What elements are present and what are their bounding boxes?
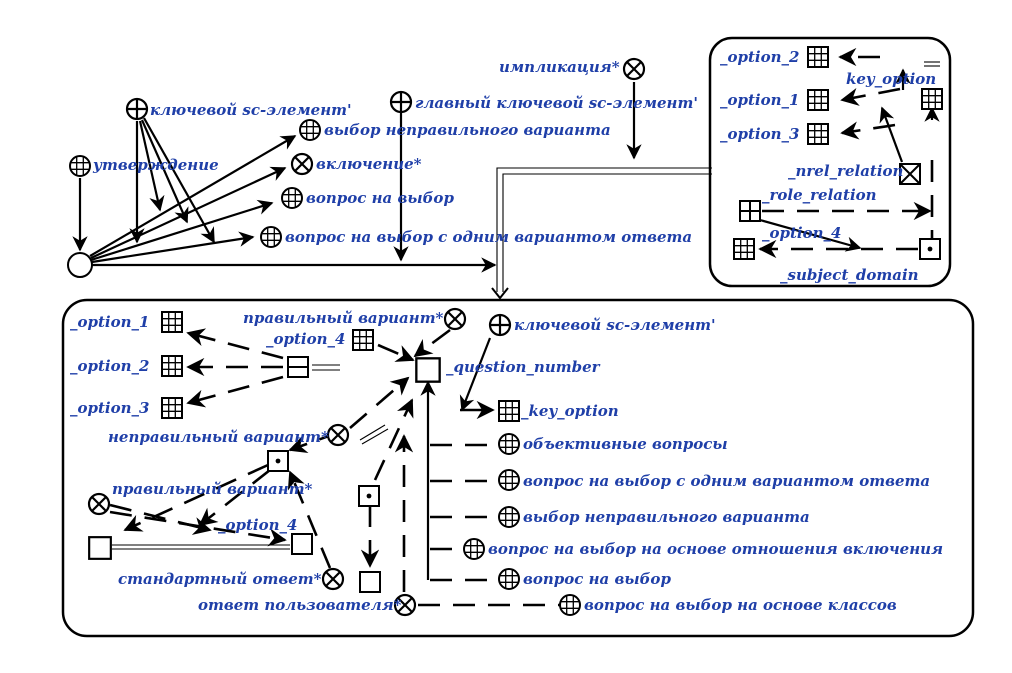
label-opt4-b2: _option_4	[218, 516, 297, 534]
user-answer-square-icon	[359, 571, 381, 593]
label-implication: импликация*	[499, 58, 620, 76]
label-single-choice-top: вопрос на выбор с одним вариантом ответа	[285, 228, 692, 246]
answer-left-square-icon	[88, 536, 112, 560]
label-inclusion: включение*	[316, 155, 422, 173]
class-based-grid-icon	[559, 594, 581, 616]
opt4-grid-square-icon	[733, 238, 755, 260]
key-sc-plus-icon	[125, 97, 149, 121]
key-sc-b-plus-icon	[488, 313, 512, 337]
root-node	[67, 252, 93, 278]
opt4-b-grid-square-icon	[352, 329, 374, 351]
subject-domain-dot-square-icon	[919, 238, 941, 260]
inclusion-based-grid-icon	[463, 538, 485, 560]
label-opt2-r: _option_2	[720, 48, 799, 66]
opt3-grid-square-icon	[807, 123, 829, 145]
label-correct-var2: правильный вариант*	[112, 480, 313, 498]
option-set-split-square-icon	[287, 356, 309, 378]
implication-cross-icon	[622, 57, 646, 81]
opt3-b-grid-square-icon	[161, 397, 183, 419]
top-edges	[72, 82, 712, 300]
opt2-b-grid-square-icon	[161, 355, 183, 377]
opt2-grid-square-icon	[807, 46, 829, 68]
label-opt3-r: _option_3	[720, 125, 799, 143]
inclusion-cross-icon	[290, 152, 314, 176]
label-class-based: вопрос на выбор на основе классов	[584, 596, 897, 614]
opt1-b-grid-square-icon	[161, 311, 183, 333]
main-key-sc-plus-icon	[389, 90, 413, 114]
label-key-sc-b: ключевой sc-элемент'	[514, 316, 716, 334]
subject-domain-frame	[708, 36, 952, 288]
label-opt4-r: _option_4	[762, 224, 841, 242]
choice-question-grid-icon	[281, 187, 303, 209]
label-wrong-choice-top: выбор неправильного варианта	[324, 121, 611, 139]
label-wrong-var: неправильный вариант*	[108, 428, 329, 446]
label-role-relation: _role_relation	[762, 186, 877, 204]
label-main-key-sc: главный ключевой sc-элемент'	[415, 94, 698, 112]
domain-edges	[758, 47, 940, 259]
answer-dot-square-icon	[267, 450, 289, 472]
choice-q-b-grid-icon	[498, 568, 520, 590]
label-choice-question-top: вопрос на выбор	[306, 189, 454, 207]
correct-var2-cross-icon	[87, 492, 111, 516]
label-correct-var1: правильный вариант*	[243, 309, 444, 327]
wrong-choice-grid-icon	[299, 119, 321, 141]
label-objective-questions: объективные вопросы	[523, 435, 728, 453]
label-nrel-relation: _nrel_relation	[788, 162, 903, 180]
key-option-b-grid-square-icon	[498, 400, 520, 422]
label-user-answer: ответ пользователя*	[198, 596, 402, 614]
role-plus-square-icon	[739, 200, 761, 222]
opt1-grid-square-icon	[807, 89, 829, 111]
label-opt4-b: _option_4	[266, 330, 345, 348]
question-edges	[109, 328, 560, 607]
label-question-number: _question_number	[446, 358, 601, 376]
objective-grid-icon	[498, 433, 520, 455]
opt4-target-square-icon	[291, 533, 313, 555]
label-opt1-r: _option_1	[720, 91, 799, 109]
single-choice-b-grid-icon	[498, 469, 520, 491]
label-wrong-choice-b: выбор неправильного варианта	[523, 508, 810, 526]
single-choice-grid-icon	[260, 226, 282, 248]
key-option-grid-square-icon	[921, 88, 943, 110]
label-opt2-b: _option_2	[70, 357, 149, 375]
question-frame	[61, 298, 975, 638]
wrong-choice-b-grid-icon	[498, 506, 520, 528]
label-statement: утверждение	[92, 156, 219, 174]
statement-grid-icon	[69, 155, 91, 177]
label-single-choice-b: вопрос на выбор с одним вариантом ответа	[523, 472, 930, 490]
correct-var-cross-icon	[443, 307, 467, 331]
label-key-sc-top: ключевой sc-элемент'	[150, 101, 352, 119]
question-number-square-icon	[415, 357, 441, 383]
standard-answer-cross-icon	[321, 567, 345, 591]
label-opt3-b: _option_3	[70, 399, 149, 417]
label-choice-q-b: вопрос на выбор	[523, 570, 671, 588]
label-standard-answer: стандартный ответ*	[118, 570, 322, 588]
wrong-var-cross-icon	[326, 423, 350, 447]
label-opt1-b: _option_1	[70, 313, 149, 331]
label-key-option-b: _key_option	[521, 402, 619, 420]
label-key-option-r: key_option	[846, 70, 936, 88]
label-subject-domain: _subject_domain	[780, 266, 919, 284]
label-inclusion-based: вопрос на выбор на основе отношения вклю…	[488, 540, 943, 558]
user-dot-square-icon	[358, 485, 380, 507]
